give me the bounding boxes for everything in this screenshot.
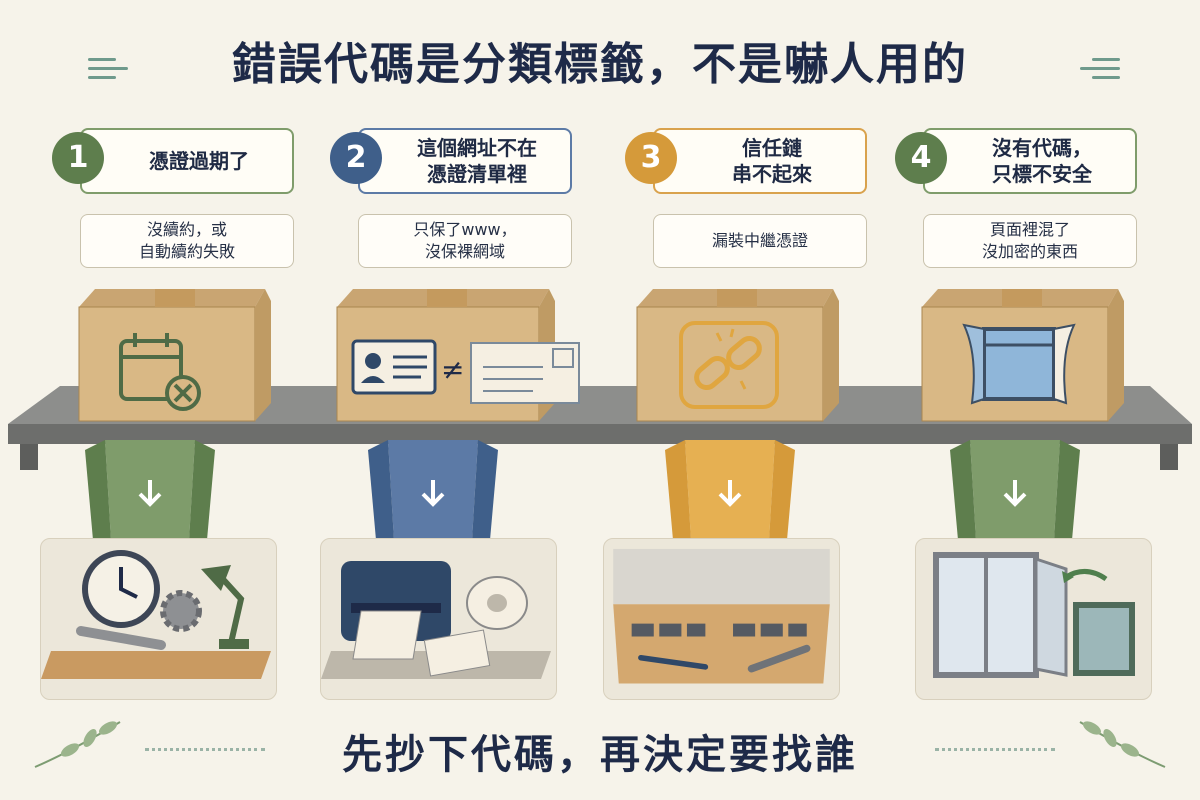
step-1-headline: 憑證過期了	[80, 128, 294, 194]
right-title-decoration	[1080, 52, 1120, 85]
down-arrow-icon	[718, 480, 742, 507]
chute-3	[665, 440, 795, 540]
down-arrow-icon	[138, 480, 162, 507]
scene-label-printer	[320, 538, 557, 700]
picture-frame-icon	[1073, 602, 1135, 676]
scene-clock-repair	[40, 538, 277, 700]
wrench-icon	[747, 644, 811, 673]
scene-window	[915, 538, 1152, 700]
box-broken-chain	[636, 289, 839, 422]
gear-icon	[160, 590, 202, 632]
scene-chain-repair	[603, 538, 840, 700]
right-dotted-rule	[935, 748, 1055, 751]
screwdriver-icon	[638, 654, 709, 670]
box-calendar	[78, 289, 271, 422]
broken-chain-icon	[679, 321, 779, 409]
open-window-icon	[962, 323, 1076, 405]
step-3-detail: 漏裝中繼憑證	[653, 214, 867, 268]
step-2-number: 2	[330, 132, 382, 184]
chute-1	[85, 440, 215, 540]
chute-2	[368, 440, 498, 540]
label-roll-icon	[466, 576, 528, 630]
conveyor-belt	[8, 386, 1192, 470]
footer-message: 先抄下代碼，再決定要找誰	[342, 732, 858, 778]
step-2-detail: 只保了www， 沒保裸網域	[358, 214, 572, 268]
step-4-number: 4	[895, 132, 947, 184]
box-id-badge: ≠	[336, 289, 580, 422]
down-arrow-icon	[421, 480, 445, 507]
left-dotted-rule	[145, 748, 265, 751]
box-window	[921, 289, 1124, 422]
label-sheet	[423, 629, 491, 677]
desk-lamp-icon	[201, 565, 249, 649]
id-badge-icon	[351, 339, 437, 395]
step-4-headline: 沒有代碼， 只標不安全	[923, 128, 1137, 194]
step-1-number: 1	[52, 132, 104, 184]
not-equal-sign: ≠	[441, 353, 464, 386]
left-leaf-decoration	[34, 721, 121, 768]
step-3-number: 3	[625, 132, 677, 184]
step-1-detail: 沒續約，或 自動續約失敗	[80, 214, 294, 268]
envelope-icon	[470, 342, 580, 404]
down-arrow-icon	[1003, 480, 1027, 507]
wrench-icon	[76, 626, 166, 650]
calendar-icon	[119, 333, 183, 401]
left-title-decoration	[88, 52, 128, 85]
chute-4	[950, 440, 1080, 540]
right-leaf-decoration	[1079, 721, 1166, 768]
label-printer-icon	[341, 561, 451, 660]
step-3-headline: 信任鏈 串不起來	[653, 128, 867, 194]
step-2-headline: 這個網址不在 憑證清單裡	[358, 128, 572, 194]
page-title: 錯誤代碼是分類標籤，不是嚇人用的	[232, 39, 968, 90]
step-4-detail: 頁面裡混了 沒加密的東西	[923, 214, 1137, 268]
